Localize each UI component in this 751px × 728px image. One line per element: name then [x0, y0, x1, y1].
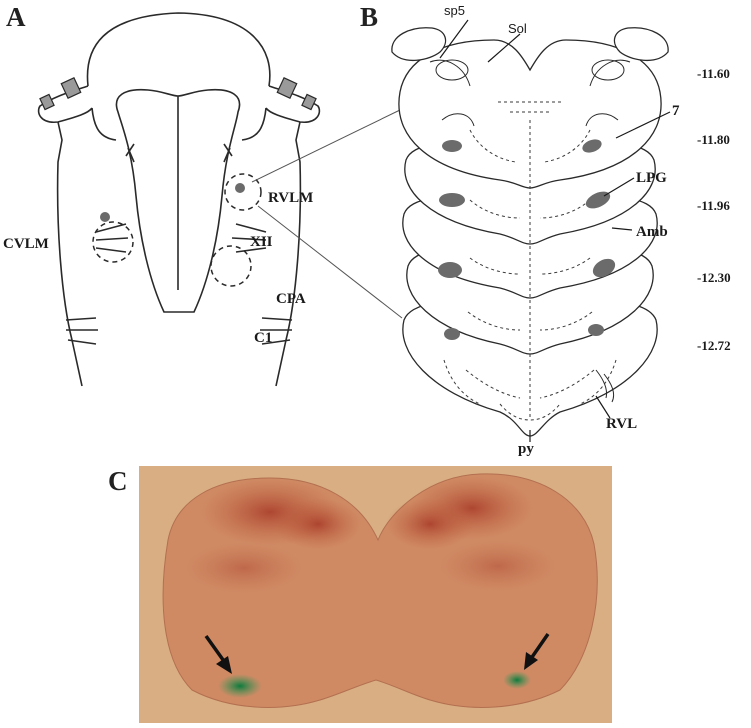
target-mark [444, 328, 460, 340]
panel-c: C [108, 466, 612, 723]
label-rvlm: RVLM [268, 190, 313, 206]
injection-dot-right [235, 183, 245, 193]
label-cpa: CPA [276, 291, 306, 307]
green-label-left [218, 674, 262, 698]
label-7: 7 [672, 103, 680, 119]
label-sp5: sp5 [444, 3, 465, 18]
panel-b-letter: B [360, 2, 378, 32]
label-amb: Amb [636, 224, 668, 240]
panel-a: A [3, 2, 402, 386]
label-py: py [518, 441, 534, 457]
label-xii: XII [250, 234, 273, 250]
label-sol: Sol [508, 21, 527, 36]
panel-a-letter: A [6, 2, 26, 32]
nerve-root-icon [302, 94, 316, 109]
cpa-region [211, 246, 251, 286]
target-mark [588, 324, 604, 336]
panel-c-letter: C [108, 466, 128, 496]
coordinate-label: -11.96 [697, 198, 730, 213]
target-mark [442, 140, 462, 152]
coordinate-label: -12.72 [697, 338, 731, 353]
coordinate-label: -11.60 [697, 66, 730, 81]
label-lpg: LPG [636, 170, 667, 186]
label-c1: C1 [254, 330, 272, 346]
projection-line-top [252, 110, 400, 182]
target-mark [438, 262, 462, 278]
nerve-root-icon [61, 78, 80, 98]
injection-dot-left [100, 212, 110, 222]
stereotaxic-coordinates: -11.60 -11.80 -11.96 -12.30 -12.72 [697, 66, 731, 353]
green-label-right [503, 671, 531, 689]
label-rvl: RVL [606, 416, 637, 432]
nerve-root-icon [40, 94, 54, 109]
panel-b: B [360, 2, 731, 457]
coordinate-label: -12.30 [697, 270, 731, 285]
coordinate-label: -11.80 [697, 132, 730, 147]
target-mark [439, 193, 465, 207]
label-cvlm: CVLM [3, 236, 49, 252]
region-circles [93, 174, 261, 286]
